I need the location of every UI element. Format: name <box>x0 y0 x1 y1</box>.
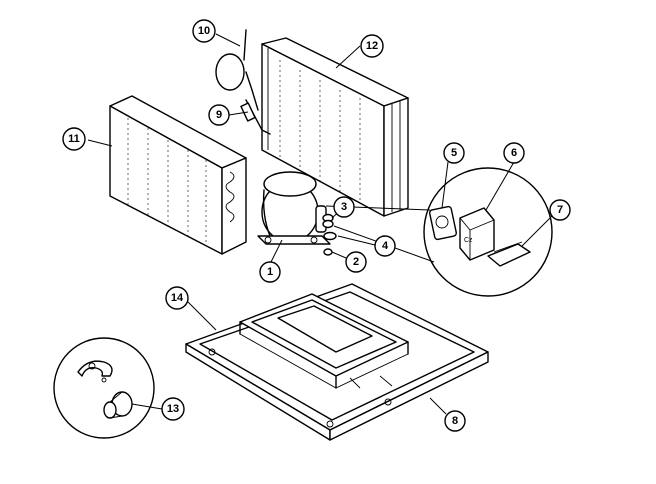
callout-13: 13 <box>161 397 185 421</box>
callout-14-label: 14 <box>171 292 184 304</box>
callout-7: 7 <box>549 199 571 221</box>
callout-5-label: 5 <box>451 147 457 159</box>
condenser-coil <box>261 37 409 217</box>
callout-8-label: 8 <box>452 415 458 427</box>
callout-6: 6 <box>503 142 525 164</box>
callout-7-label: 7 <box>557 204 563 216</box>
callout-10: 10 <box>192 19 216 43</box>
callout-5: 5 <box>443 142 465 164</box>
callout-3: 3 <box>333 196 355 218</box>
callout-1-label: 1 <box>267 266 273 278</box>
callout-3-label: 3 <box>341 201 347 213</box>
callout-2: 2 <box>345 251 367 273</box>
callout-1: 1 <box>259 261 281 283</box>
callout-4: 4 <box>374 235 396 257</box>
callout-9-label: 9 <box>216 109 222 121</box>
mounting-hardware <box>322 213 337 256</box>
callout-14: 14 <box>165 286 189 310</box>
callout-13-label: 13 <box>167 403 179 415</box>
leader-lines <box>87 33 553 415</box>
electrical-detail-bubble: Cz <box>325 167 553 297</box>
callout-6-label: 6 <box>511 147 517 159</box>
callout-8: 8 <box>444 410 466 432</box>
callout-4-label: 4 <box>382 240 389 252</box>
callout-11-label: 11 <box>68 133 80 145</box>
callout-9: 9 <box>208 104 230 126</box>
callout-12: 12 <box>360 34 384 58</box>
relay-marking: Cz <box>464 237 473 244</box>
callout-2-label: 2 <box>353 256 359 268</box>
base-pan <box>185 283 489 441</box>
drain-fitting-detail <box>53 337 155 439</box>
evaporator-coil <box>109 95 247 255</box>
compressor <box>257 171 331 245</box>
callout-12-label: 12 <box>366 40 378 52</box>
callout-11: 11 <box>62 127 86 151</box>
callout-10-label: 10 <box>198 25 210 37</box>
